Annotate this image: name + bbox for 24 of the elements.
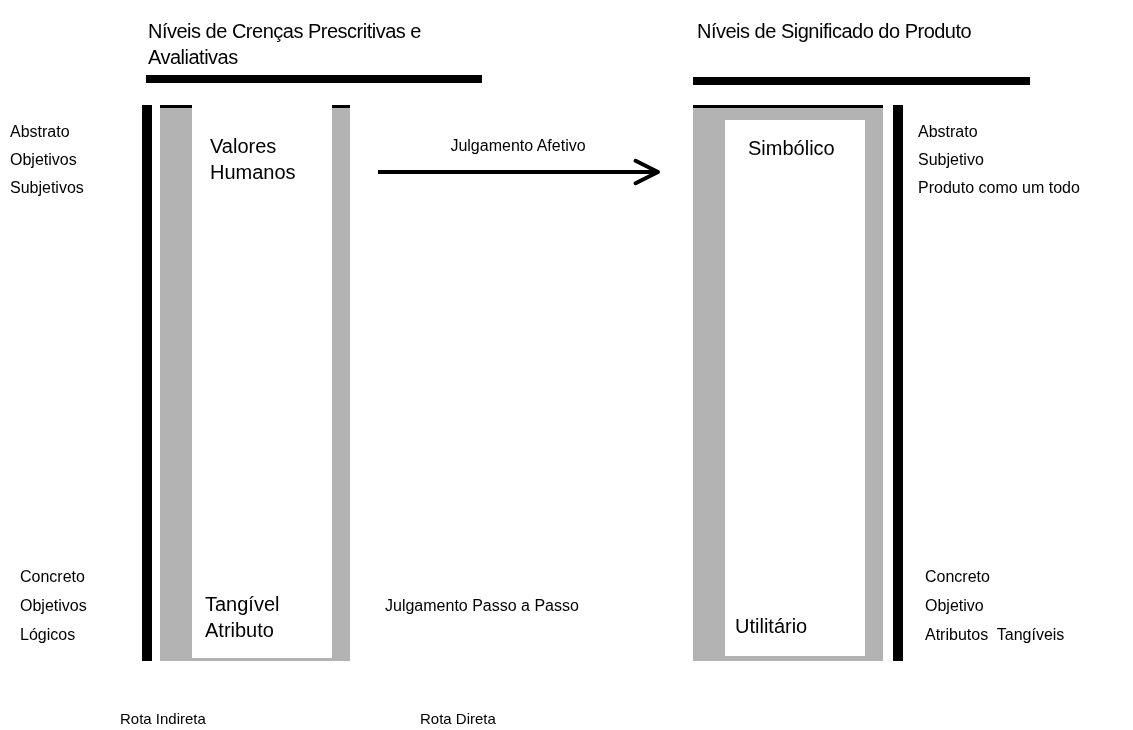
heading: Níveis de Crenças Prescritivas e Avaliativas	[148, 19, 422, 70]
label: Abstrato	[918, 122, 978, 142]
label: Julgamento Passo a Passo	[385, 596, 579, 616]
column-text: Utilitário	[735, 614, 809, 639]
label: Atributos Tangíveis	[925, 625, 1065, 645]
column-text: Simbólico	[748, 136, 836, 161]
label: Concreto	[20, 567, 85, 587]
label: Subjetivos	[10, 178, 84, 198]
label: Lógicos	[20, 625, 76, 645]
label: Produto como um todo	[918, 178, 1080, 198]
label: Concreto	[925, 567, 990, 587]
column-text: Valores Humanos	[210, 134, 297, 185]
arrow	[378, 158, 660, 186]
label: Subjetivo	[918, 150, 984, 170]
label: Objetivos	[20, 596, 87, 616]
column-text: Tangível Atributo	[205, 592, 281, 643]
label: Objetivos	[10, 150, 77, 170]
label: Rota Indireta	[120, 709, 206, 729]
label: Abstrato	[10, 122, 70, 142]
column-frame	[160, 105, 350, 661]
heading: Níveis de Significado do Produto	[697, 19, 973, 44]
label: Objetivo	[925, 596, 984, 616]
column-frame	[693, 105, 883, 661]
label: Rota Direta	[420, 709, 496, 729]
